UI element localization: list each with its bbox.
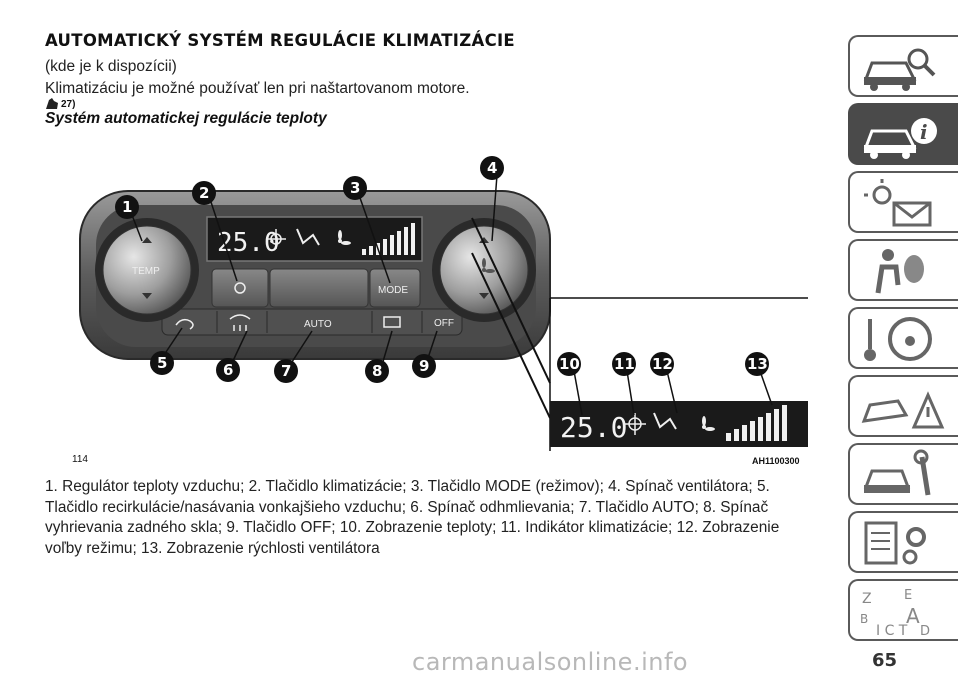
svg-text:2: 2: [199, 184, 209, 202]
panel-ac-icon: [266, 229, 286, 249]
settings-list-icon: [864, 521, 926, 565]
callout-7: 7: [274, 359, 298, 383]
tab-safety[interactable]: [848, 239, 958, 301]
svg-text:E: E: [904, 588, 912, 603]
svg-text:10: 10: [559, 355, 580, 373]
tab-car-search[interactable]: [848, 35, 958, 97]
section-title: AUTOMATICKÝ SYSTÉM REGULÁCIE KLIMATIZÁCI…: [45, 31, 515, 50]
svg-text:9: 9: [419, 357, 429, 375]
subsection-title: Systém automatickej regulácie teploty: [45, 110, 327, 127]
warning-hand-icon: [46, 98, 58, 109]
car-search-icon: [863, 48, 936, 91]
warning-reference: 27): [45, 96, 75, 110]
figure-caption: 1. Regulátor teploty vzduchu; 2. Tlačidl…: [45, 478, 780, 557]
tab-emergency[interactable]: [848, 375, 958, 437]
tab-index[interactable]: Z E B A I C T D: [848, 579, 958, 641]
svg-text:1: 1: [122, 198, 132, 216]
tab-starting-driving[interactable]: [848, 307, 958, 369]
car-wrench-icon: [863, 449, 931, 496]
figure-code: AH1100300: [752, 456, 800, 466]
svg-text:4: 4: [487, 159, 497, 177]
recirc-icon: [175, 318, 194, 330]
tab-maintenance[interactable]: [848, 443, 958, 505]
panel-auto-label: AUTO: [304, 319, 332, 330]
svg-text:5: 5: [157, 354, 167, 372]
svg-text:D: D: [920, 624, 930, 637]
rear-defrost-icon: [383, 316, 401, 328]
callout-8: 8: [365, 359, 389, 383]
svg-text:8: 8: [372, 362, 382, 380]
panel-mode-label: MODE: [378, 285, 408, 296]
svg-text:11: 11: [614, 355, 635, 373]
panel-temp-knob-label: TEMP: [132, 266, 160, 277]
panel-temp-readout: 25.0: [217, 228, 280, 258]
svg-text:3: 3: [350, 179, 360, 197]
callout-12: 12: [650, 352, 674, 376]
svg-text:12: 12: [652, 355, 673, 373]
svg-text:Z: Z: [862, 591, 872, 607]
availability-note: (kde je k dispozícii): [45, 58, 177, 75]
svg-text:A: A: [906, 604, 920, 628]
alphabet-index-icon: Z E B A I C T D: [860, 588, 930, 637]
callout-10: 10: [557, 352, 581, 376]
svg-text:6: 6: [223, 361, 233, 379]
svg-text:B: B: [860, 612, 868, 626]
callout-2: 2: [192, 181, 216, 205]
tab-technical-data[interactable]: [848, 511, 958, 573]
callout-1: 1: [115, 195, 139, 219]
svg-text:i: i: [920, 120, 928, 144]
tab-warning-lights[interactable]: [848, 171, 958, 233]
usage-note: Klimatizáciu je možné používať len pri n…: [45, 80, 470, 97]
svg-text:13: 13: [747, 355, 768, 373]
panel-mode-icon: [296, 228, 320, 246]
airbag-person-icon: [875, 249, 924, 294]
figure-callouts: 1 2 3 4 5 6 7 8 9 10 11 12 13: [115, 156, 769, 383]
warning-ref-number: 27): [61, 99, 76, 110]
callout-13: 13: [745, 352, 769, 376]
callout-3: 3: [343, 176, 367, 200]
car-crash-warning-icon: [861, 391, 945, 429]
panel-fan-icon: [338, 230, 351, 245]
climate-panel-figure: 25.0 MODE AUTO OFF TEMP: [72, 133, 808, 451]
callout-6: 6: [216, 358, 240, 382]
callout-9: 9: [412, 354, 436, 378]
steering-key-icon: [864, 317, 932, 361]
callout-4: 4: [480, 156, 504, 180]
temp-knob-illustration: [102, 225, 192, 315]
tab-car-info[interactable]: i: [848, 103, 958, 165]
figure-number: 114: [72, 454, 88, 465]
car-info-icon: i: [863, 118, 937, 159]
zoom-temp-readout: 25.0: [560, 411, 627, 444]
ac-button-illustration: [211, 268, 269, 308]
page-number: 65: [872, 650, 898, 671]
mode-button-illustration: [369, 268, 421, 308]
climate-panel-illustration: 25.0 MODE AUTO OFF TEMP: [79, 156, 808, 451]
callout-5: 5: [150, 351, 174, 375]
svg-text:I C T: I C T: [876, 623, 908, 637]
svg-text:7: 7: [281, 362, 291, 380]
defrost-icon: [229, 314, 251, 331]
watermark: carmanualsonline.info: [412, 648, 689, 676]
warning-lights-icon: [864, 179, 932, 227]
panel-off-label: OFF: [434, 318, 454, 329]
callout-11: 11: [612, 352, 636, 376]
